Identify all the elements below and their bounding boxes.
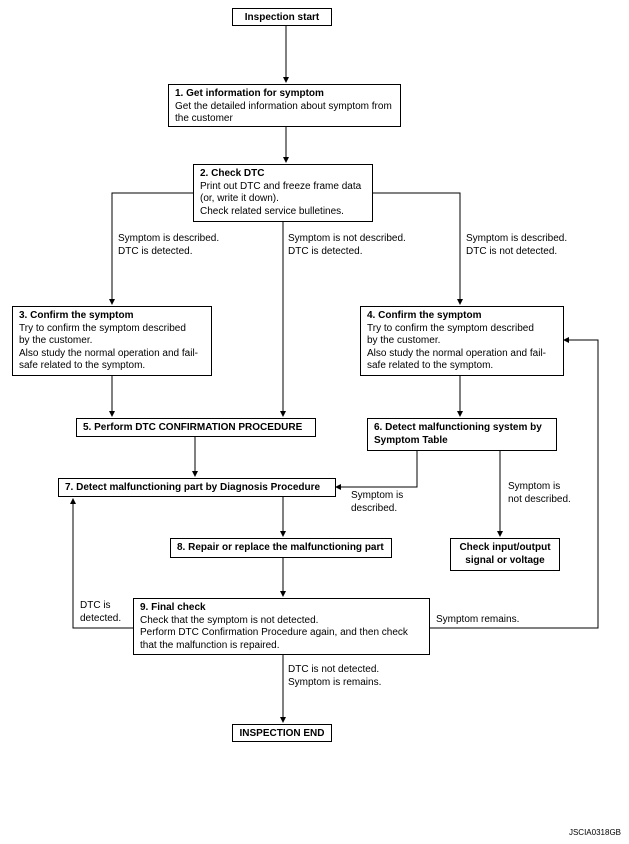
node-check-dtc-body: Print out DTC and freeze frame data (or,…	[200, 180, 362, 217]
node-confirm-symptom-left-body: Try to confirm the symptom described by …	[19, 322, 198, 372]
node-inspection-end: INSPECTION END	[232, 724, 332, 742]
node-final-check: 9. Final check Check that the symptom is…	[133, 598, 430, 655]
node-get-information: 1. Get information for symptom Get the d…	[168, 84, 401, 127]
edge-n2-n4	[373, 192, 463, 305]
node-final-check-body: Check that the symptom is not detected. …	[140, 614, 408, 651]
node-confirm-symptom-right-title: 4. Confirm the symptom	[367, 310, 482, 321]
edge-n9-n4	[430, 337, 599, 629]
node-inspection-start: Inspection start	[232, 8, 332, 26]
label-mid-branch: Symptom is not described. DTC is detecte…	[288, 233, 406, 257]
node-repair-replace: 8. Repair or replace the malfunctioning …	[170, 538, 392, 558]
edge-n6-n7	[335, 451, 418, 490]
edge-n2-n3	[109, 192, 201, 305]
node-detect-malfunctioning-part: 7. Detect malfunctioning part by Diagnos…	[58, 478, 336, 497]
label-right-branch: Symptom is described. DTC is not detecte…	[466, 233, 568, 257]
node-final-check-title: 9. Final check	[140, 602, 206, 613]
node-check-io-signal: Check input/output signal or voltage	[450, 538, 560, 571]
node-confirm-symptom-left: 3. Confirm the symptom Try to confirm th…	[12, 306, 212, 376]
node-get-information-body: Get the detailed information about sympt…	[175, 100, 392, 125]
label-n6-to-io: Symptom is not described.	[508, 481, 571, 505]
node-detect-malfunctioning-system: 6. Detect malfunctioning system by Sympt…	[367, 418, 557, 451]
label-left-branch: Symptom is described. DTC is detected.	[118, 233, 220, 257]
node-confirm-symptom-right: 4. Confirm the symptom Try to confirm th…	[360, 306, 564, 376]
figure-code: JSCIA0318GB	[568, 828, 621, 837]
node-confirm-symptom-right-body: Try to confirm the symptom described by …	[367, 322, 546, 372]
node-check-dtc: 2. Check DTC Print out DTC and freeze fr…	[193, 164, 373, 222]
label-to-end: DTC is not detected. Symptom is remains.	[288, 664, 382, 688]
node-perform-dtc-confirmation: 5. Perform DTC CONFIRMATION PROCEDURE	[76, 418, 316, 437]
label-dtc-detected: DTC is detected.	[80, 600, 122, 624]
node-confirm-symptom-left-title: 3. Confirm the symptom	[19, 310, 134, 321]
label-n6-to-n7: Symptom is described.	[351, 490, 404, 514]
edge-n9-n7	[70, 498, 133, 629]
node-check-dtc-title: 2. Check DTC	[200, 168, 265, 179]
node-get-information-title: 1. Get information for symptom	[175, 88, 324, 99]
label-symptom-remains: Symptom remains.	[436, 614, 520, 625]
